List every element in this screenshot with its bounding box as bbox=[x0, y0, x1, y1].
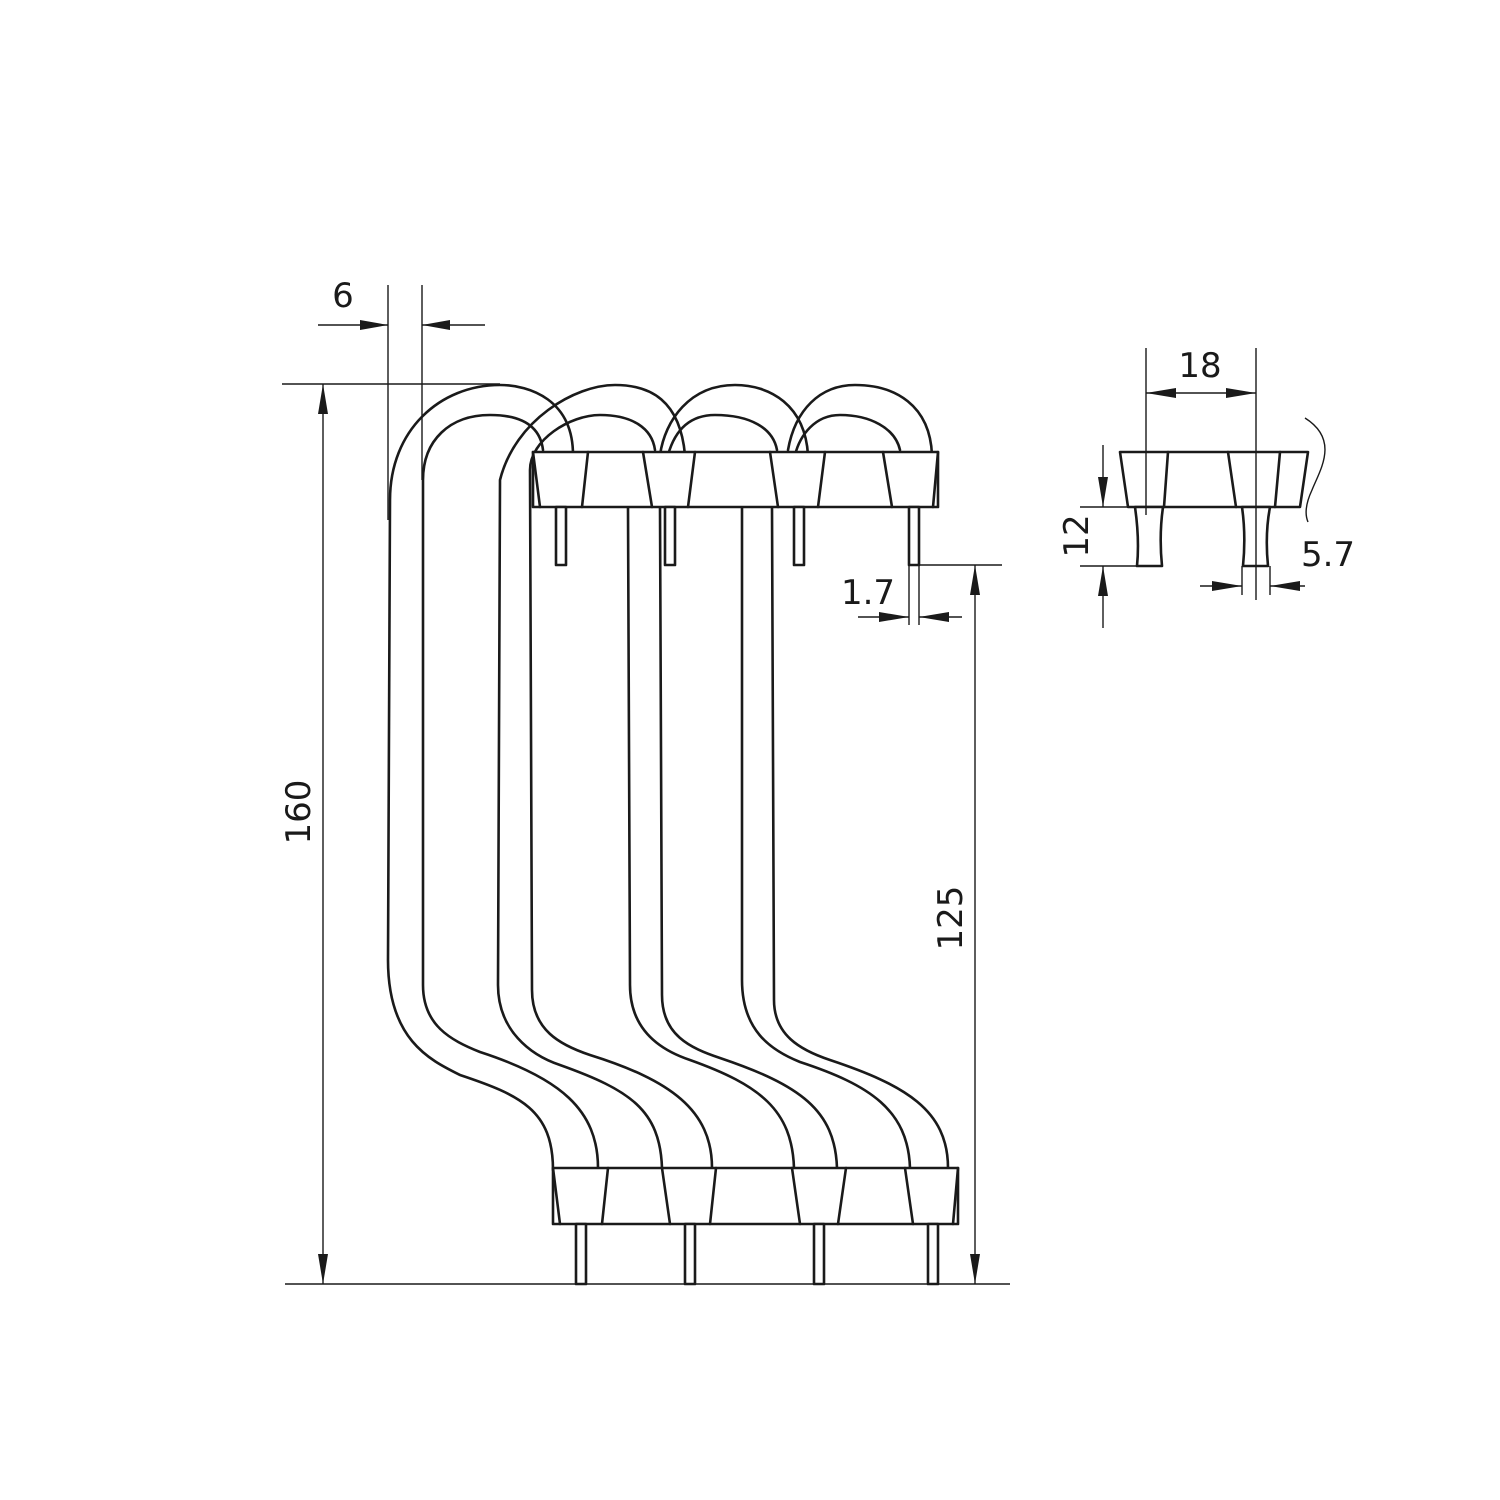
side-insulator-divider bbox=[1226, 450, 1238, 509]
bottom-insulator-divider bbox=[790, 1166, 802, 1226]
top-pin bbox=[907, 505, 921, 567]
dimension-pin-width: 5.7 bbox=[1200, 535, 1355, 595]
dimension-tube-diameter: 6 bbox=[318, 276, 485, 520]
top-insulator-divider bbox=[768, 450, 780, 509]
top-insulator-divider bbox=[816, 450, 827, 509]
bottom-insulator-outline bbox=[551, 1166, 960, 1226]
top-insulator-outline bbox=[531, 450, 940, 509]
dimension-insulator-height: 12 bbox=[1057, 445, 1137, 628]
tube-4-outer bbox=[740, 383, 934, 1170]
tube-2-outer bbox=[496, 383, 687, 1170]
dimension-label-1-7: 1.7 bbox=[841, 573, 895, 613]
top-pin bbox=[554, 505, 568, 567]
bottom-insulator-divider bbox=[903, 1166, 915, 1226]
tube-4-inner bbox=[770, 413, 950, 1170]
bottom-pin bbox=[812, 1222, 826, 1286]
tube-1-outer bbox=[386, 383, 575, 1172]
dimension-overall-height: 160 bbox=[279, 383, 1010, 1285]
top-insulator-divider bbox=[531, 450, 542, 509]
dimension-label-18: 18 bbox=[1178, 346, 1221, 386]
dimension-label-5-7: 5.7 bbox=[1301, 535, 1355, 575]
tube-2-inner bbox=[528, 413, 714, 1170]
dimension-leg-height: 125 bbox=[920, 564, 1002, 1284]
dimension-label-125: 125 bbox=[931, 886, 971, 951]
top-pin bbox=[663, 505, 677, 567]
dimension-label-160: 160 bbox=[279, 780, 319, 845]
dimension-spacing: 18 bbox=[1145, 346, 1257, 600]
top-insulator-divider bbox=[580, 450, 590, 509]
bottom-insulator-divider bbox=[951, 1166, 960, 1226]
top-insulator-block bbox=[531, 450, 940, 509]
top-insulator-divider bbox=[686, 450, 697, 509]
bottom-insulator-divider bbox=[600, 1166, 610, 1226]
side-pin-left bbox=[1133, 505, 1165, 568]
break-line bbox=[1304, 417, 1326, 523]
side-view bbox=[1118, 417, 1326, 568]
top-pins bbox=[554, 505, 921, 567]
top-insulator-divider bbox=[641, 450, 654, 509]
dimension-label-12: 12 bbox=[1057, 514, 1097, 557]
bottom-pins bbox=[574, 1222, 940, 1286]
tube-3-inner bbox=[658, 413, 839, 1170]
top-pin bbox=[792, 505, 806, 567]
top-insulator-divider bbox=[931, 450, 940, 509]
side-insulator-divider bbox=[1273, 450, 1282, 509]
dimension-label-6: 6 bbox=[332, 276, 354, 316]
bottom-pin bbox=[574, 1222, 588, 1286]
bottom-insulator-divider bbox=[836, 1166, 848, 1226]
bottom-insulator-divider bbox=[551, 1166, 562, 1226]
top-insulator-divider bbox=[881, 450, 894, 509]
dimension-pin-diameter: 1.7 bbox=[841, 565, 962, 625]
tubes-main-view bbox=[386, 383, 950, 1172]
bottom-insulator-divider bbox=[708, 1166, 718, 1226]
bottom-insulator-divider bbox=[660, 1166, 672, 1226]
bottom-pin bbox=[926, 1222, 940, 1286]
side-insulator-divider bbox=[1162, 450, 1170, 509]
bottom-pin bbox=[683, 1222, 697, 1286]
bottom-insulator-block bbox=[551, 1166, 960, 1226]
tube-3-outer bbox=[626, 383, 810, 1170]
tube-1-inner bbox=[421, 413, 600, 1170]
